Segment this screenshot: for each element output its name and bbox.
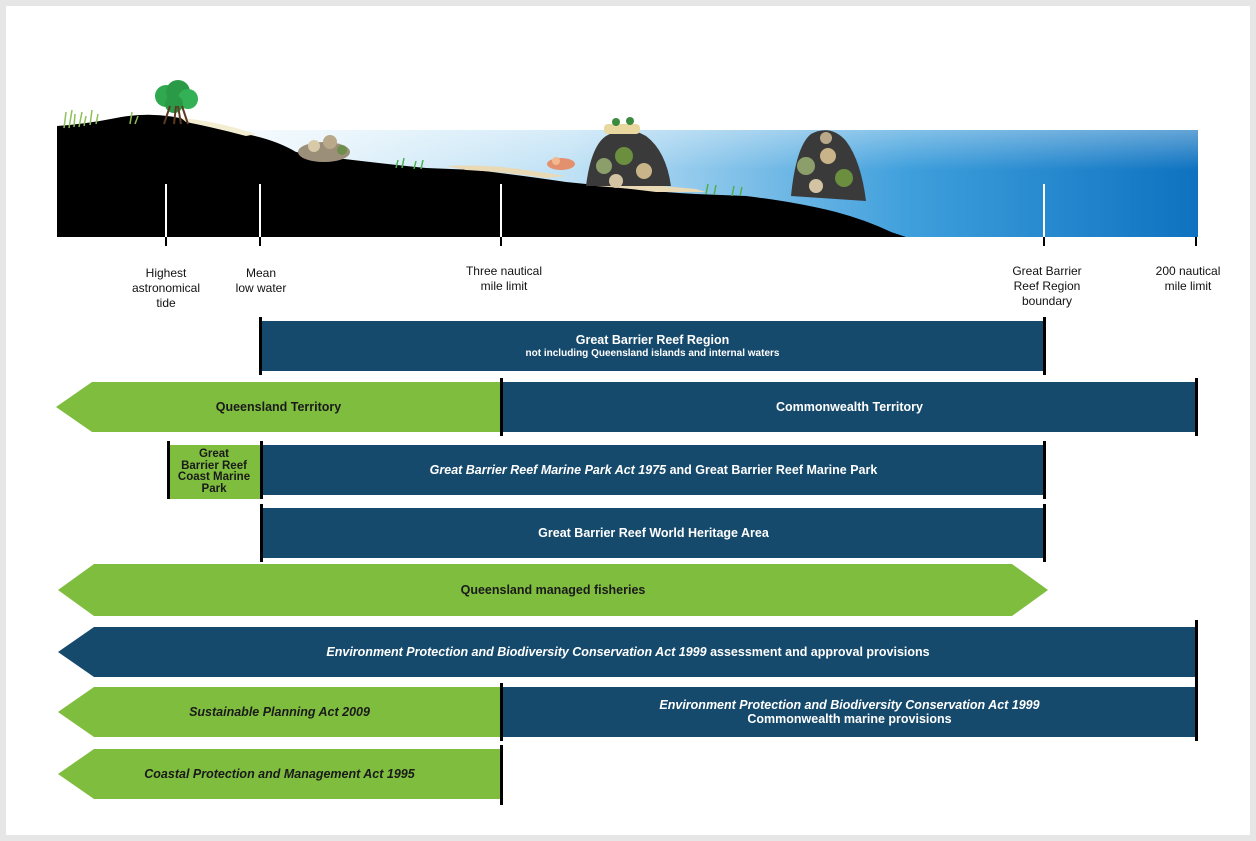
- bar-edge: [500, 378, 503, 436]
- bar-edge: [260, 504, 263, 562]
- bar-edge: [167, 441, 170, 499]
- bar-marine-park-act: Great Barrier Reef Marine Park Act 1975 …: [262, 445, 1045, 495]
- bar-epbc-assessment: Environment Protection and Biodiversity …: [58, 627, 1198, 677]
- label-three-nautical-mile-limit: Three nautical mile limit: [465, 264, 543, 293]
- diagram-canvas: Highest astronomical tide Mean low water…: [6, 6, 1250, 835]
- mangrove-icon: [155, 80, 198, 125]
- bar-edge: [1043, 317, 1046, 375]
- bar-edge: [1195, 378, 1198, 436]
- bar-queensland-fisheries: Queensland managed fisheries: [58, 564, 1048, 616]
- seagrass-icon: [63, 109, 139, 129]
- bar-queensland-territory: Queensland Territory: [56, 382, 501, 432]
- bar-coast-marine-park: Great Barrier Reef Coast Marine Park: [168, 445, 260, 499]
- bar-gbr-region: Great Barrier Reef Region not including …: [260, 321, 1045, 371]
- marker-lines: [165, 184, 1197, 246]
- bar-edge: [1043, 504, 1046, 562]
- bar-epbc-marine-provisions: Environment Protection and Biodiversity …: [501, 687, 1198, 737]
- reef-icon: [298, 117, 866, 201]
- bar-commonwealth-territory: Commonwealth Territory: [501, 382, 1198, 432]
- bar-coastal-protection-act: Coastal Protection and Management Act 19…: [58, 749, 501, 799]
- label-mean-low-water: Mean low water: [235, 266, 287, 295]
- bar-edge: [500, 745, 503, 805]
- label-200-nautical-mile-limit: 200 nautical mile limit: [1155, 264, 1221, 293]
- label-highest-astronomical-tide: Highest astronomical tide: [131, 266, 201, 310]
- bar-world-heritage-area: Great Barrier Reef World Heritage Area: [262, 508, 1045, 558]
- bar-edge: [260, 441, 263, 499]
- bar-sustainable-planning-act: Sustainable Planning Act 2009: [58, 687, 501, 737]
- bar-edge: [1195, 620, 1198, 684]
- coastal-cross-section: [57, 80, 1198, 246]
- bar-edge: [1043, 441, 1046, 499]
- bar-edge: [259, 317, 262, 375]
- label-gbr-region-boundary: Great Barrier Reef Region boundary: [1012, 264, 1082, 308]
- seabed: [57, 114, 906, 237]
- bar-edge: [500, 683, 503, 741]
- bar-edge: [1195, 683, 1198, 741]
